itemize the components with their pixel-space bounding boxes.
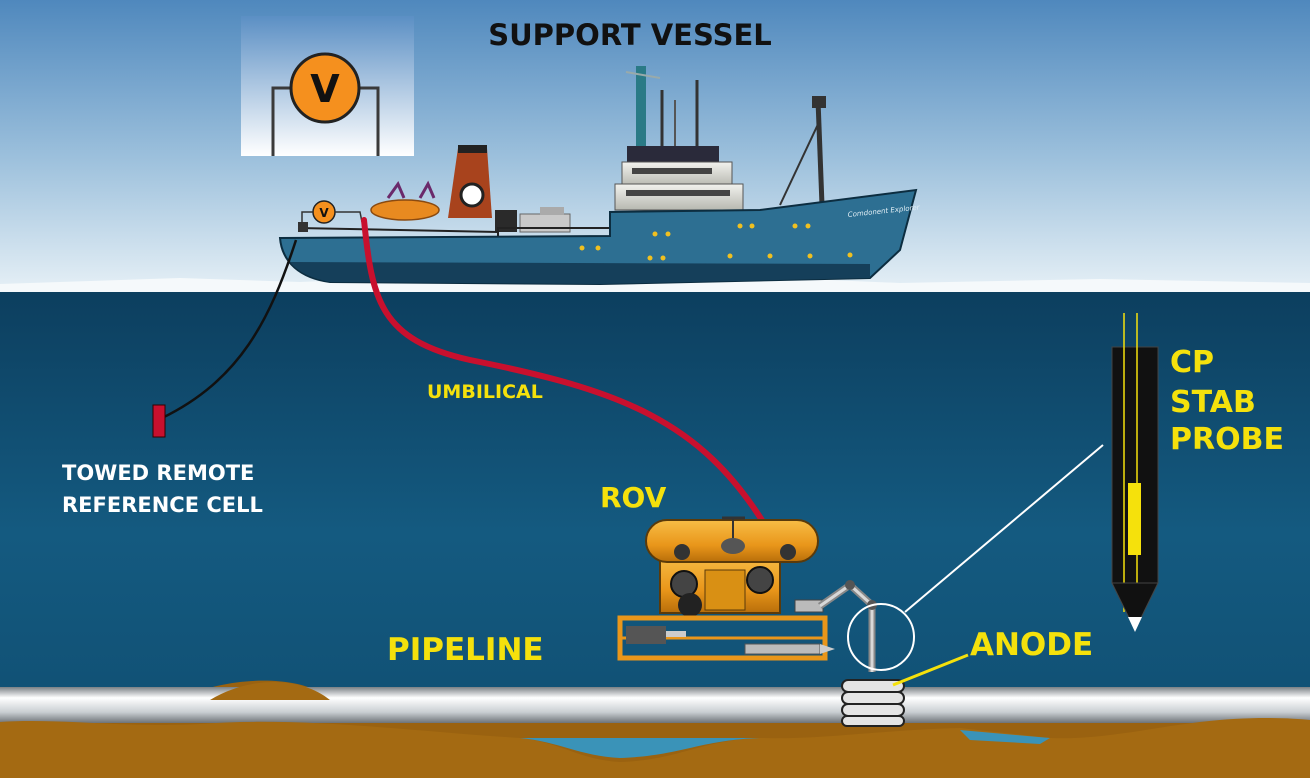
cp-stab-probe (1111, 313, 1159, 632)
anode-label: ANODE (970, 627, 1093, 663)
deck-voltmeter-symbol: V (319, 206, 329, 220)
support-vessel: Comdonent Explorer V (278, 66, 921, 286)
pipeline-label: PIPELINE (387, 632, 544, 668)
umbilical-cable (361, 217, 768, 528)
probe-label-probe: PROBE (1170, 422, 1284, 457)
ship-hull (278, 188, 918, 286)
voltmeter-icon (289, 52, 361, 124)
probe-label-stab: STAB (1170, 385, 1256, 420)
anode (841, 679, 905, 727)
towed-reference-cell (152, 404, 166, 438)
rov-label: ROV (600, 481, 667, 514)
probe-callout-line (904, 444, 1104, 613)
rov (617, 516, 877, 672)
probe-callout-circle (847, 603, 915, 671)
anode-leader-line (892, 653, 969, 687)
probe-label-cp: CP (1170, 345, 1214, 380)
voltmeter-symbol: V (310, 67, 340, 111)
reference-cell-cable (161, 239, 298, 420)
voltmeter-panel: V (241, 16, 414, 156)
pipeline (0, 687, 1310, 723)
towed-remote-label: TOWED REMOTE (62, 461, 254, 485)
support-vessel-label: SUPPORT VESSEL (488, 18, 772, 52)
umbilical-label: UMBILICAL (427, 381, 543, 403)
reference-cell-label: REFERENCE CELL (62, 493, 263, 517)
sea-surface (0, 276, 1310, 292)
